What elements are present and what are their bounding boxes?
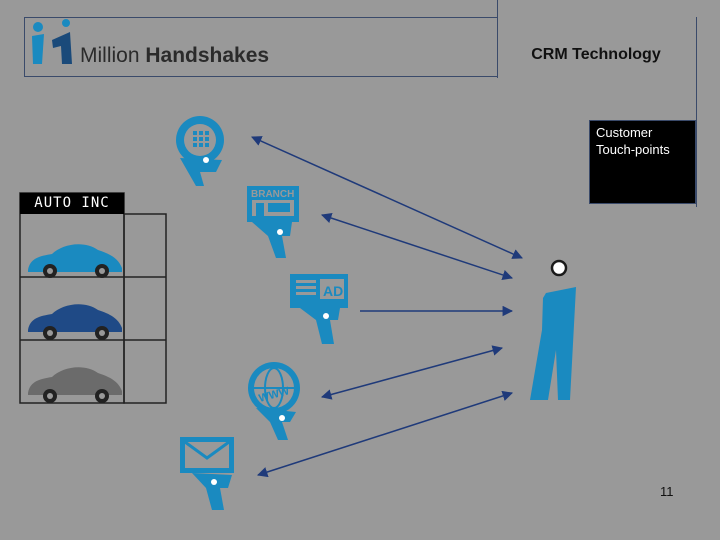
garage-building	[19, 192, 167, 404]
callout-line-2: Touch-points	[596, 142, 670, 157]
right-rule	[696, 17, 697, 207]
car-icon-blue	[28, 244, 122, 278]
brand-name: Million Handshakes	[80, 44, 269, 68]
callout-line-1: Customer	[596, 125, 653, 140]
page-number: 11	[660, 484, 674, 499]
brand-bold: Handshakes	[145, 44, 270, 67]
phone-touchpoint-icon	[176, 116, 224, 186]
ad-label: AD	[323, 283, 343, 299]
touchpoint-arrows	[251, 136, 523, 478]
customer-person-icon	[530, 259, 576, 400]
logo-icon	[32, 19, 72, 64]
branch-label: BRANCH	[251, 189, 294, 200]
car-icon-gray	[28, 367, 122, 403]
garage-sign: AUTO INC	[20, 193, 124, 214]
header-divider	[497, 0, 498, 78]
arrow-mail	[257, 390, 513, 478]
arrow-branch	[321, 212, 513, 281]
arrow-web	[320, 345, 504, 400]
mail-touchpoint-icon	[180, 437, 234, 510]
header-title: CRM Technology	[531, 46, 661, 63]
car-icon-navy	[28, 304, 122, 340]
brand-prefix: Million	[80, 44, 146, 67]
customer-touchpoints-callout: Customer Touch-points	[589, 120, 696, 204]
